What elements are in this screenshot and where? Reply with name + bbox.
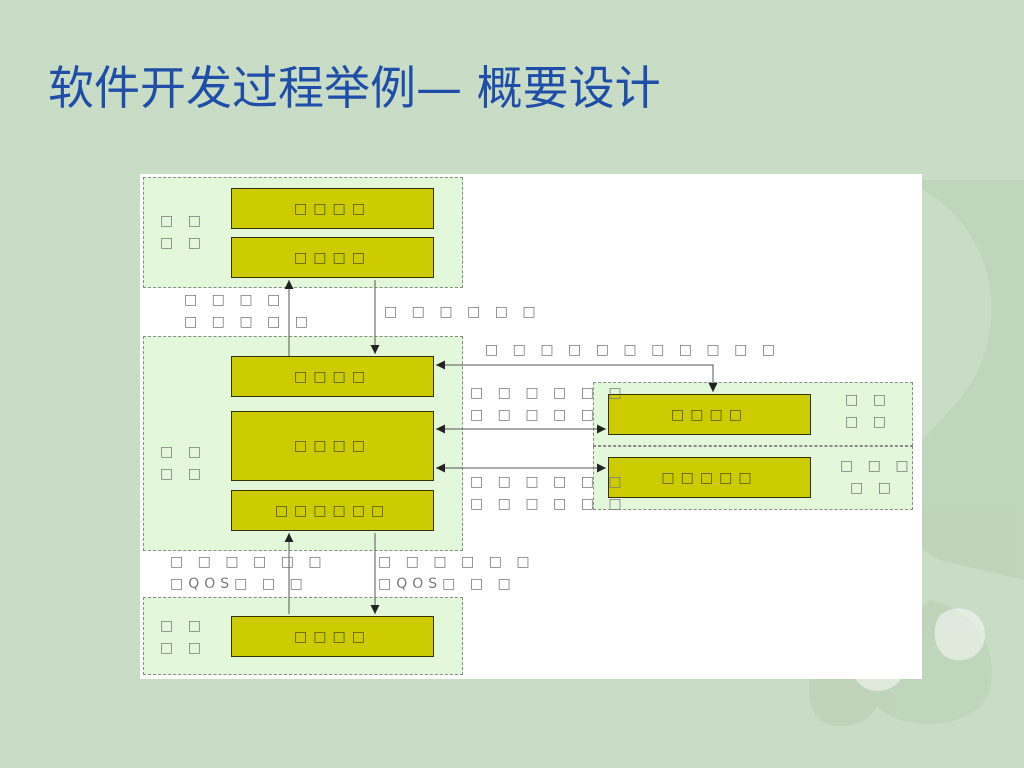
- module-bottom: □□□□: [231, 616, 434, 657]
- edge-label-up-left-bottom: □ □ □ □ □ □ □QOS□ □ □: [170, 554, 327, 592]
- module-mid-3: □□□□□□: [231, 490, 434, 531]
- slide-title: 软件开发过程举例— 概要设计: [48, 61, 661, 115]
- region-right-b-label: □ □ □ □ □: [840, 458, 914, 496]
- module-right-a: □□□□: [608, 394, 811, 435]
- edge-label-right-top: □ □ □ □ □ □ □ □ □ □ □: [485, 342, 781, 358]
- edge-label-up-left-top: □ □ □ □ □ □ □ □ □: [184, 292, 313, 330]
- arrow-right-top: [436, 360, 718, 392]
- edge-label-down-right-bottom: □ □ □ □ □ □ □QOS□ □ □: [378, 554, 535, 592]
- region-bottom-label: □ □ □ □: [160, 618, 206, 656]
- region-middle-label: □ □ □ □: [160, 444, 206, 482]
- edge-label-down-right-top: □ □ □ □ □ □: [384, 304, 541, 320]
- edge-label-right-low: □ □ □ □ □ □ □ □ □ □ □ □: [470, 474, 622, 512]
- diagram-panel: □ □ □ □ □ □ □ □ □ □ □ □ □ □ □ □ □ □ □ □ …: [140, 174, 922, 679]
- region-top-label: □ □ □ □: [160, 213, 206, 251]
- module-mid-2: □□□□: [231, 411, 434, 481]
- edge-label-right-mid: □ □ □ □ □ □ □ □ □ □ □: [470, 385, 622, 423]
- module-right-b: □□□□□: [608, 457, 811, 498]
- module-mid-1: □□□□: [231, 356, 434, 397]
- module-top-1: □□□□: [231, 188, 434, 229]
- module-top-2: □□□□: [231, 237, 434, 278]
- connector-lines: [284, 280, 718, 614]
- region-right-a-label: □ □ □ □: [845, 392, 891, 430]
